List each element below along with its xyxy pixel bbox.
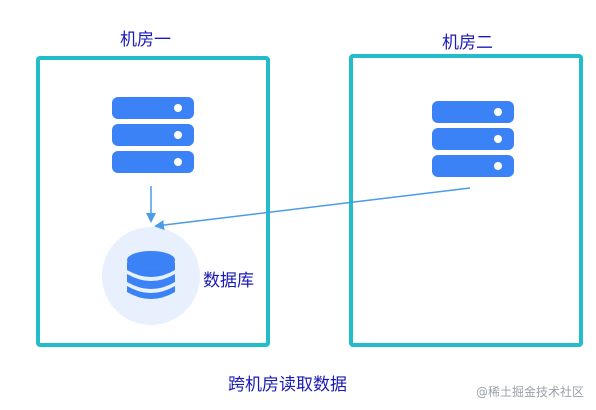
- room-1-box: [36, 56, 270, 347]
- database-label: 数据库: [203, 271, 254, 291]
- arrow-cross-room-read: [154, 187, 471, 231]
- database-icon: [102, 227, 200, 325]
- server-icon: [112, 97, 194, 173]
- room-2-label: 机房二: [442, 33, 493, 53]
- server-icon: [432, 101, 514, 177]
- room-1-label: 机房一: [120, 30, 171, 50]
- diagram-caption: 跨机房读取数据: [228, 375, 347, 395]
- room-2-box: [349, 54, 583, 347]
- watermark: @稀土掘金技术社区: [475, 385, 584, 399]
